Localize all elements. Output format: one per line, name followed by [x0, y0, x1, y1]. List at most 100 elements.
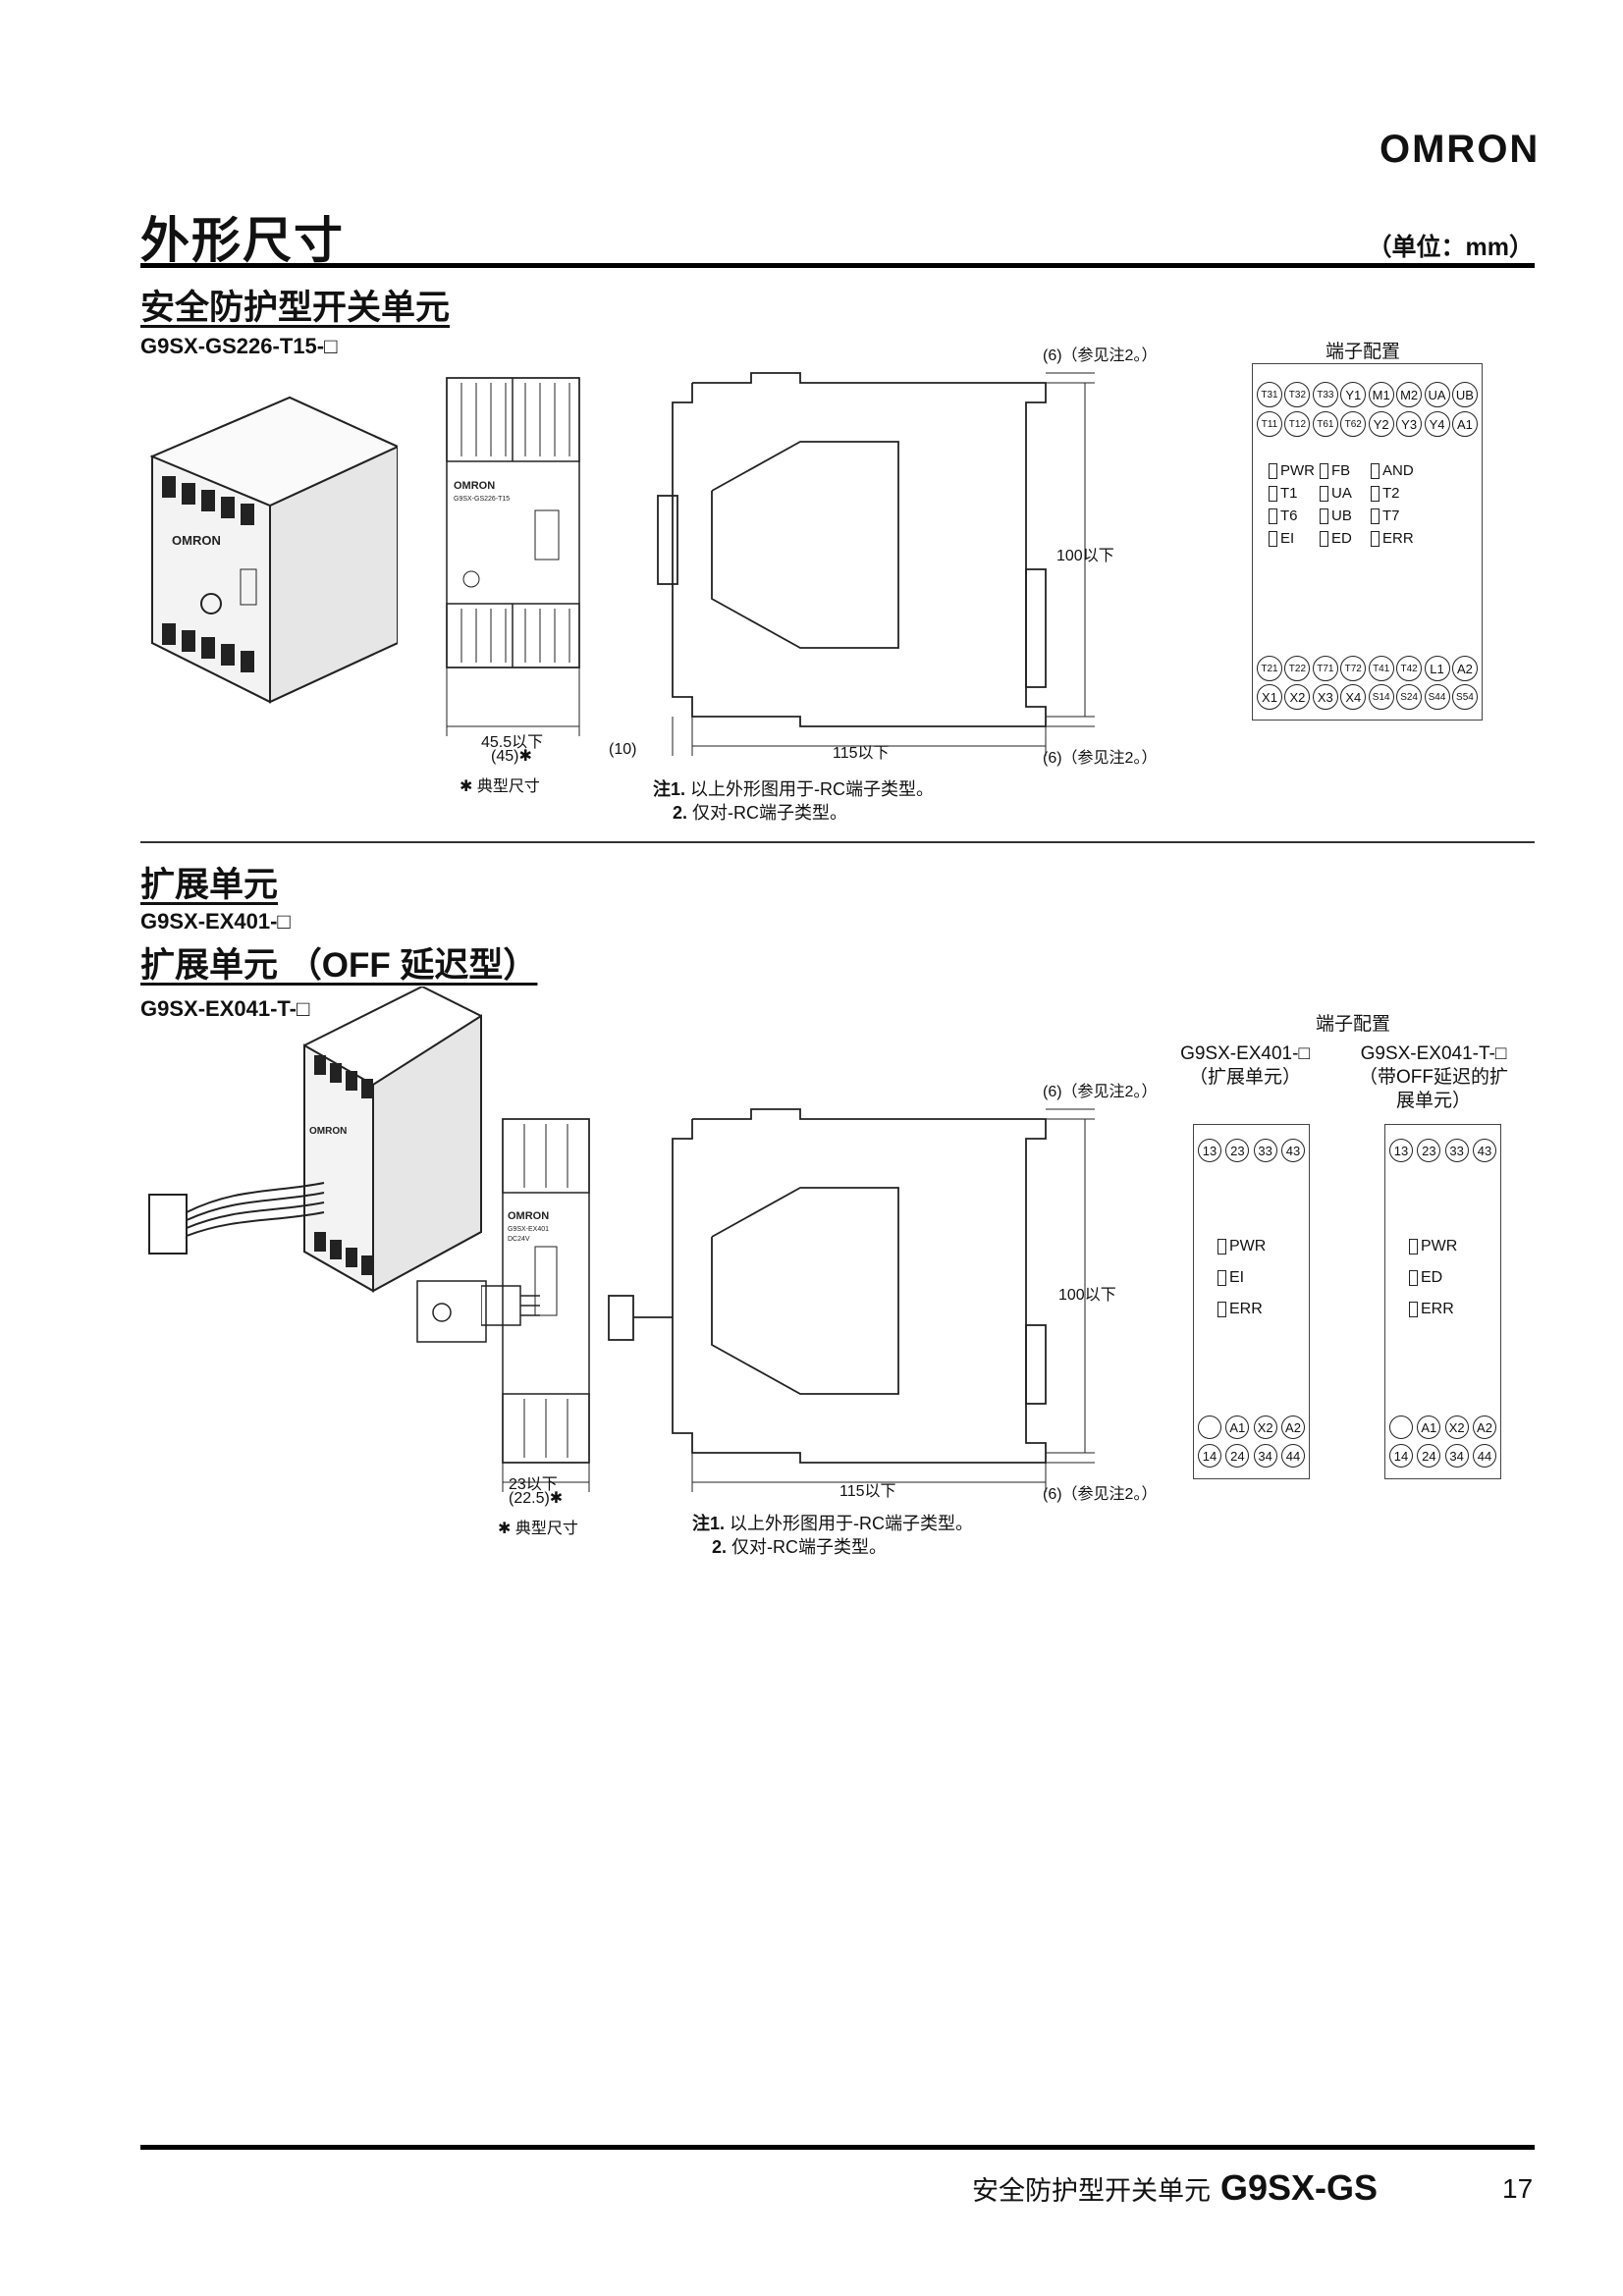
- led-indicator: AND: [1371, 462, 1418, 479]
- led-label: T1: [1280, 485, 1298, 502]
- terminal-label: 23: [1417, 1139, 1441, 1162]
- terminal-label: T11: [1257, 411, 1282, 437]
- led-indicator: ED: [1320, 530, 1367, 547]
- terminal-title-main: 端子配置: [1325, 342, 1401, 362]
- led-label: PWR: [1280, 462, 1315, 479]
- dim-depth: 115以下: [833, 745, 890, 762]
- terminal-label: Y3: [1396, 411, 1423, 437]
- terminal-label: 24: [1225, 1444, 1250, 1468]
- terminal-label: 44: [1280, 1444, 1305, 1468]
- col1-title: G9SX-EX401-□: [1180, 1043, 1310, 1064]
- dim-height: 100以下: [1056, 548, 1114, 564]
- col1-subtitle: （扩展单元）: [1188, 1067, 1301, 1088]
- led-icon: [1409, 1302, 1418, 1317]
- terminal-label: M2: [1396, 382, 1423, 407]
- led-label: PWR: [1421, 1238, 1458, 1255]
- terminal-label: A2: [1280, 1415, 1305, 1439]
- omron-logo: OMRON: [1380, 128, 1541, 171]
- col2-header: G9SX-EX041-T-□ （带OFF延迟的扩 展单元）: [1355, 1042, 1512, 1113]
- led-icon: [1320, 530, 1328, 547]
- terminal-label: 14: [1198, 1444, 1221, 1468]
- led-icon: [1217, 1302, 1226, 1317]
- led-indicator: EI: [1269, 530, 1316, 547]
- led-indicator: EI: [1217, 1262, 1309, 1294]
- terminal-label: L1: [1424, 656, 1450, 681]
- footer: 安全防护型开关单元 G9SX-GS: [972, 2167, 1378, 2209]
- terminal-label: S44: [1424, 684, 1450, 710]
- note1-label-expansion: 注1.: [692, 1514, 726, 1533]
- terminal-label: Y2: [1368, 411, 1394, 437]
- note2-label-expansion: 2.: [712, 1537, 728, 1557]
- side-view-main: [657, 372, 1095, 756]
- led-label: T6: [1280, 507, 1298, 524]
- terminal-label: T62: [1340, 411, 1367, 437]
- section2-heading2: 扩展单元 （OFF 延迟型）: [140, 946, 538, 985]
- product-illustration-expansion: OMRON: [148, 987, 487, 1343]
- svg-text:G9SX-GS226-T15: G9SX-GS226-T15: [454, 496, 510, 503]
- led-label: EI: [1280, 530, 1295, 547]
- terminal-label: T41: [1368, 656, 1394, 681]
- note2-text: 仅对-RC端子类型。: [692, 803, 848, 823]
- dim-height-expansion: 100以下: [1058, 1287, 1116, 1304]
- terminal-label: T32: [1284, 382, 1311, 407]
- led-icon: [1269, 462, 1277, 479]
- led-icon: [1371, 530, 1380, 547]
- page-title: 外形尺寸: [140, 213, 345, 268]
- terminal-label: A2: [1472, 1415, 1496, 1439]
- section1-notes: 注1. 以上外形图用于-RC端子类型。 2. 仅对-RC端子类型。: [653, 777, 934, 825]
- led-indicator: ED: [1409, 1262, 1500, 1294]
- section2-model: G9SX-EX401-□: [140, 909, 291, 934]
- led-label: ERR: [1229, 1301, 1263, 1317]
- led-label: T2: [1382, 485, 1400, 502]
- led-label: T7: [1382, 507, 1400, 524]
- svg-text:OMRON: OMRON: [309, 1126, 347, 1137]
- led-icon: [1371, 485, 1380, 502]
- terminal-label: 43: [1280, 1139, 1305, 1162]
- col1-header: G9SX-EX401-□ （扩展单元）: [1176, 1042, 1314, 1090]
- dim-width-typ: (45)✱: [491, 748, 532, 765]
- footer-text: 安全防护型开关单元: [972, 2176, 1211, 2206]
- led-indicator: ERR: [1409, 1294, 1500, 1325]
- led-indicator: UA: [1320, 485, 1367, 502]
- terminal-label: S54: [1451, 684, 1478, 710]
- terminal-label: [1389, 1415, 1413, 1439]
- terminal-label: X2: [1253, 1415, 1277, 1439]
- led-icon: [1217, 1270, 1226, 1286]
- terminal-label: A1: [1417, 1415, 1441, 1439]
- led-label: ED: [1331, 530, 1352, 547]
- terminal-label: S24: [1396, 684, 1423, 710]
- typical-note-expansion: ✱ 典型尺寸: [498, 1521, 578, 1537]
- section1-model: G9SX-GS226-T15-□: [140, 334, 338, 358]
- dim-width-expansion: 23以下: [509, 1476, 558, 1493]
- led-label: ERR: [1421, 1301, 1454, 1317]
- terminal-label: S14: [1368, 684, 1394, 710]
- terminal-label: X2: [1284, 684, 1311, 710]
- terminal-label: 23: [1225, 1139, 1250, 1162]
- led-indicator: PWR: [1409, 1231, 1500, 1262]
- svg-text:G9SX-EX401: G9SX-EX401: [508, 1226, 549, 1233]
- terminal-label: 33: [1444, 1139, 1469, 1162]
- terminal-label: X4: [1340, 684, 1367, 710]
- terminal-label: T71: [1312, 656, 1338, 681]
- typical-note: ✱ 典型尺寸: [460, 778, 540, 795]
- svg-text:OMRON: OMRON: [508, 1210, 549, 1222]
- led-icon: [1320, 462, 1328, 479]
- led-icon: [1371, 462, 1380, 479]
- side-view-expansion: [608, 1108, 1095, 1492]
- led-icon: [1320, 485, 1328, 502]
- terminal-label: 13: [1389, 1139, 1413, 1162]
- led-label: FB: [1331, 462, 1351, 479]
- terminal-label: UA: [1424, 382, 1450, 407]
- led-label: UA: [1331, 485, 1352, 502]
- terminal-label: UB: [1451, 382, 1478, 407]
